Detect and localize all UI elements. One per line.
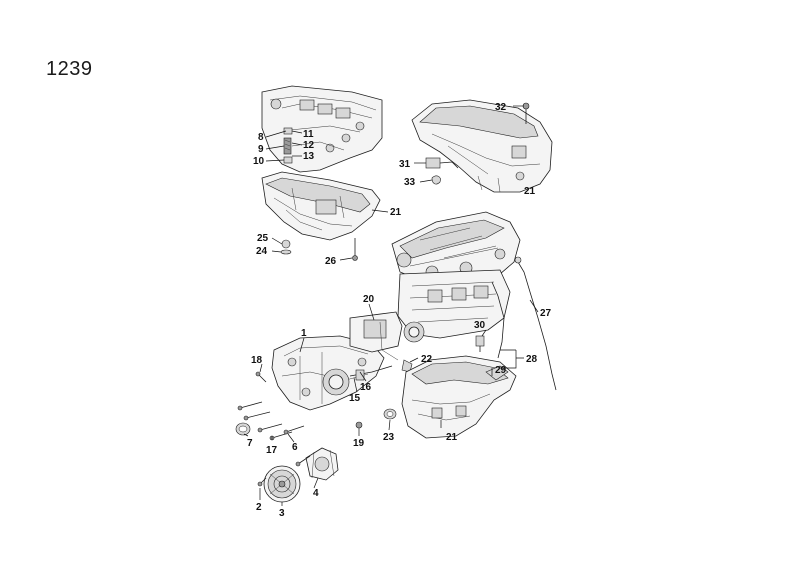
callout-number: 3	[279, 508, 285, 519]
callout-number: 18	[251, 355, 263, 366]
leader-lines	[243, 105, 539, 506]
callout-number: 6	[292, 442, 298, 453]
lower-oil-pan	[411, 99, 553, 193]
callout-number: 1	[301, 328, 307, 339]
mounting-bolts	[237, 371, 363, 487]
callout-number: 12	[303, 140, 315, 151]
callout-number: 21	[390, 207, 402, 218]
callout-number: 32	[495, 102, 507, 113]
callout-number: 9	[258, 144, 264, 155]
oil-dipstick	[491, 256, 557, 391]
callout-number: 7	[247, 438, 253, 449]
callout-number: 21	[524, 186, 536, 197]
callout-number: 17	[266, 445, 278, 456]
callout-number: 26	[325, 256, 337, 267]
page-number: 1239	[46, 58, 93, 80]
callout-number: 25	[257, 233, 269, 244]
oil-pressure-switch	[475, 335, 485, 352]
callout-number: 13	[303, 151, 315, 162]
callout-number: 33	[404, 177, 416, 188]
upper-oil-pan	[261, 171, 381, 261]
oil-level-sensor	[425, 157, 459, 185]
timing-cover-mounting-frame	[349, 311, 403, 361]
engine-block-underside	[261, 85, 383, 173]
callout-number: 20	[363, 294, 375, 305]
callout-number: 21	[446, 432, 458, 443]
front-seal-oring	[235, 422, 251, 436]
timing-cover	[271, 335, 385, 411]
callout-number: 15	[349, 393, 361, 404]
callout-number: 23	[383, 432, 395, 443]
callout-labels: 1 2 3 4 6 7 8 9 10 11 12 13 15 16 17 18 …	[247, 102, 552, 519]
callout-number: 2	[256, 502, 262, 513]
callout-number: 10	[253, 156, 265, 167]
callout-number: 24	[256, 246, 268, 257]
water-pump	[305, 447, 339, 481]
callout-number: 30	[474, 320, 486, 331]
drain-plug-washer	[383, 408, 397, 420]
water-pump-pulley	[263, 465, 301, 503]
oil-pump-relief-valve-parts	[283, 127, 293, 164]
cylinder-block	[397, 269, 511, 343]
callout-number: 8	[258, 132, 264, 143]
callout-number: 28	[526, 354, 538, 365]
lower-oil-pan-center	[401, 355, 517, 439]
callout-number: 27	[540, 308, 552, 319]
callout-number: 19	[353, 438, 365, 449]
callout-number: 16	[360, 382, 372, 393]
oil-pickup-tube	[349, 359, 413, 381]
callout-number: 22	[421, 354, 433, 365]
callout-number: 11	[303, 129, 314, 140]
callout-number: 29	[495, 365, 507, 376]
callout-number: 4	[313, 488, 319, 499]
callout-number: 31	[399, 159, 411, 170]
